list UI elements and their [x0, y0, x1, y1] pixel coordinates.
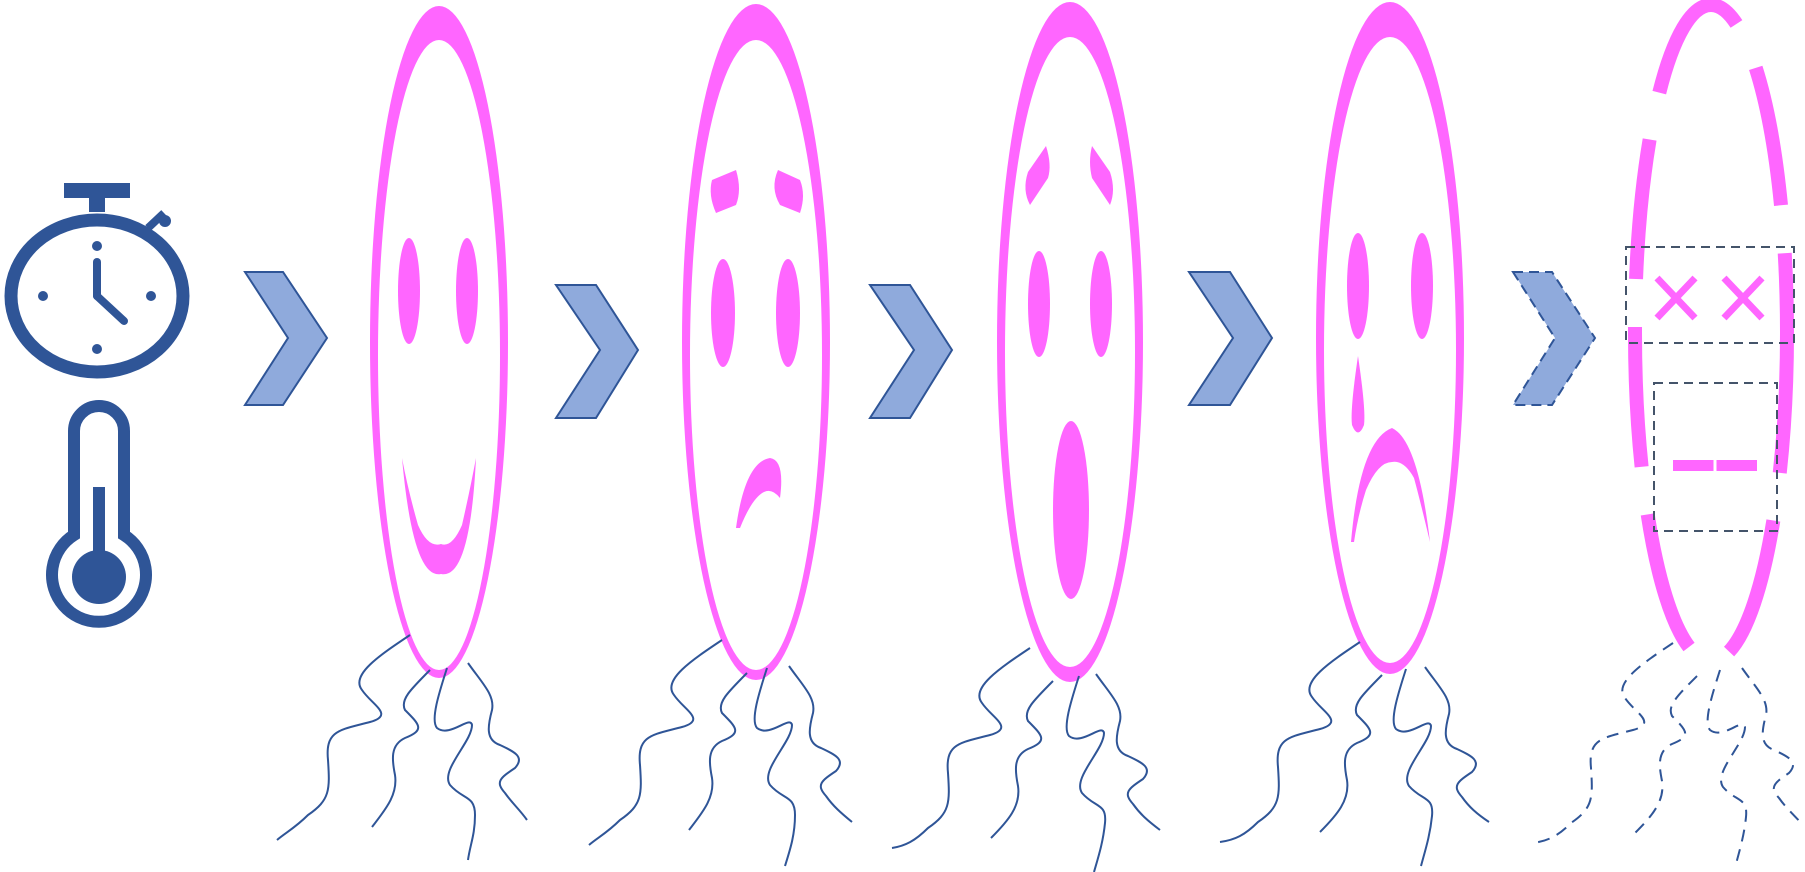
smile-mouth: [402, 458, 476, 574]
sad-stage: [1220, 2, 1489, 866]
right-eyebrow: [774, 170, 803, 213]
left-eye: [398, 238, 420, 344]
right-eye: [456, 238, 478, 344]
right-eye: [1090, 251, 1112, 357]
flagella-dashed: [1533, 643, 1802, 868]
worried-mouth: [736, 458, 781, 528]
x-eye-right: [1724, 278, 1762, 318]
arrow-2: [556, 285, 638, 418]
right-eye: [776, 259, 800, 367]
eyes-box: [1626, 247, 1794, 343]
cell-body: [1316, 2, 1464, 674]
flagella: [277, 635, 527, 860]
flagella: [892, 648, 1160, 872]
cell-body: [370, 6, 508, 678]
arrow-3: [870, 285, 952, 418]
thermometer-icon: [52, 406, 146, 622]
mouth-box: [1654, 383, 1777, 531]
tear-drop: [1352, 356, 1365, 433]
stopwatch-icon: [11, 183, 183, 372]
arrow-1: [245, 272, 327, 405]
arrow-4: [1189, 272, 1272, 405]
arrows: [245, 272, 1595, 418]
right-eyebrow: [1090, 146, 1113, 205]
dead-stage: [1533, 5, 1802, 868]
left-eye: [1347, 233, 1369, 339]
cell-body-dashed-inner: [1647, 30, 1775, 650]
worried-stage: [589, 4, 852, 866]
smile-stage: [277, 6, 527, 860]
left-eyebrow: [711, 170, 739, 213]
flagella: [589, 640, 852, 866]
cell-body-dashed: [1635, 5, 1787, 661]
arrow-5: [1513, 272, 1595, 405]
frown-mouth: [1351, 428, 1430, 542]
shocked-stage: [892, 2, 1160, 872]
right-eye: [1411, 233, 1433, 339]
left-eyebrow: [1025, 146, 1049, 205]
x-eye-left: [1657, 278, 1695, 318]
flagella: [1220, 642, 1489, 866]
left-eye: [711, 259, 735, 367]
open-mouth: [1053, 421, 1089, 599]
cell-body: [682, 4, 830, 680]
left-eye: [1028, 251, 1050, 357]
